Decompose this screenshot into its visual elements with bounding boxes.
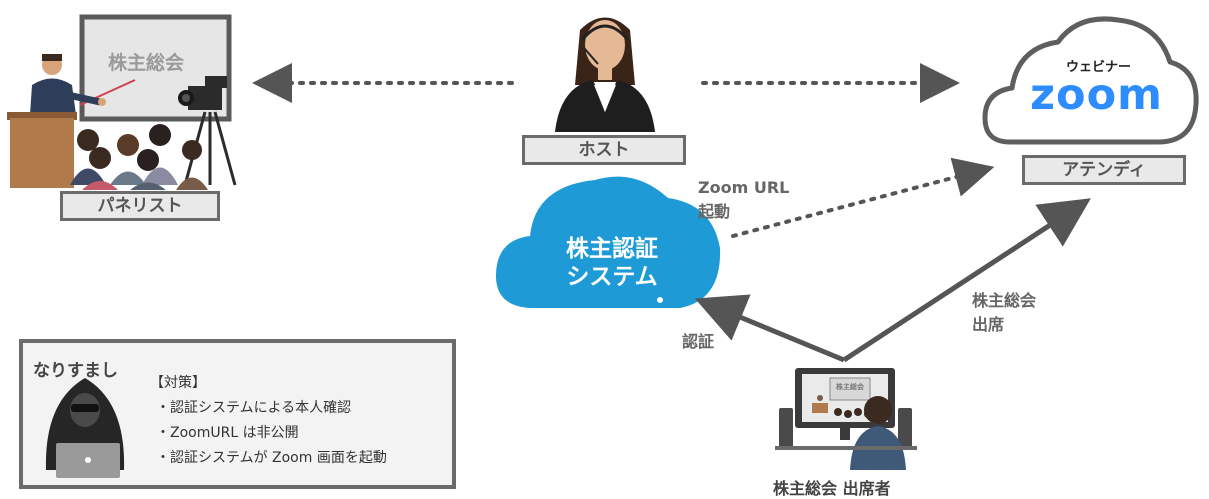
auth-system-line2: システム bbox=[566, 264, 658, 290]
arrow-shareholder-to-auth bbox=[694, 294, 845, 363]
viewer-head bbox=[864, 396, 892, 424]
host-shirt bbox=[594, 82, 616, 112]
arrow-auth-to-attendee bbox=[731, 157, 995, 238]
host-person bbox=[555, 17, 655, 132]
hacker-glasses bbox=[71, 404, 99, 412]
host-face bbox=[585, 20, 625, 70]
monitor-stand bbox=[840, 428, 850, 440]
auth-cloud-dot bbox=[657, 297, 663, 303]
countermeasure-heading: 【対策】 bbox=[150, 375, 206, 391]
speaker-arm bbox=[67, 91, 101, 106]
monitor-mini-speaker bbox=[817, 395, 823, 401]
speaker-body bbox=[30, 78, 76, 115]
host-mic bbox=[583, 47, 599, 65]
impersonation-title: なりすまし bbox=[33, 361, 118, 381]
arrow-shareholder-to-attendee bbox=[842, 198, 1091, 363]
auth-cloud bbox=[495, 176, 721, 308]
monitor-slide bbox=[829, 377, 871, 401]
speaker-hand bbox=[98, 98, 106, 106]
speaker-left bbox=[779, 408, 793, 448]
auth-arrow-label: 認証 bbox=[682, 332, 715, 351]
panelist-label: パネリスト bbox=[60, 191, 220, 221]
laptop-logo bbox=[85, 457, 91, 463]
zoom-webinar-tag: ウェビナー bbox=[1066, 60, 1132, 75]
speaker-hair bbox=[42, 54, 62, 61]
podium bbox=[10, 118, 74, 188]
tripod-leg bbox=[213, 111, 237, 186]
podium-top bbox=[7, 112, 77, 120]
monitor-mini-podium bbox=[812, 403, 828, 413]
panelist-screen-text: 株主総会 bbox=[108, 52, 185, 74]
shareholder-scene bbox=[775, 368, 917, 470]
zoom-cloud bbox=[982, 16, 1199, 145]
host-label: ホスト bbox=[522, 135, 686, 165]
attend-label-line2: 出席 bbox=[972, 315, 1005, 334]
panelist-scene bbox=[7, 14, 237, 190]
hacker-figure bbox=[45, 378, 125, 478]
host-jacket bbox=[555, 80, 655, 132]
audience bbox=[70, 124, 208, 190]
desk bbox=[775, 446, 917, 450]
speaker-right bbox=[898, 408, 912, 448]
countermeasure-item: ・認証システムが Zoom 画面を起動 bbox=[156, 450, 387, 466]
host-neck bbox=[598, 66, 612, 80]
camera-top bbox=[205, 76, 227, 88]
zoom-logo: zoom bbox=[1030, 70, 1163, 120]
zoom-launch-label-line1: Zoom URL bbox=[698, 178, 790, 197]
countermeasure-item: ・ZoomURL は非公開 bbox=[156, 425, 299, 441]
shareholder-label: 株主総会 出席者 bbox=[773, 479, 891, 498]
host-headset bbox=[580, 24, 630, 41]
auth-system-line1: 株主認証 bbox=[566, 236, 658, 262]
zoom-launch-label-line2: 起動 bbox=[698, 202, 731, 221]
attendee-label: アテンディ bbox=[1022, 155, 1186, 185]
countermeasure-item: ・認証システムによる本人確認 bbox=[156, 400, 352, 416]
camera-lens-inner bbox=[182, 94, 190, 102]
shareholder-screen-text: 株主総会 bbox=[836, 383, 864, 391]
attend-label-line1: 株主総会 bbox=[972, 291, 1037, 310]
presentation-screen bbox=[79, 14, 232, 122]
